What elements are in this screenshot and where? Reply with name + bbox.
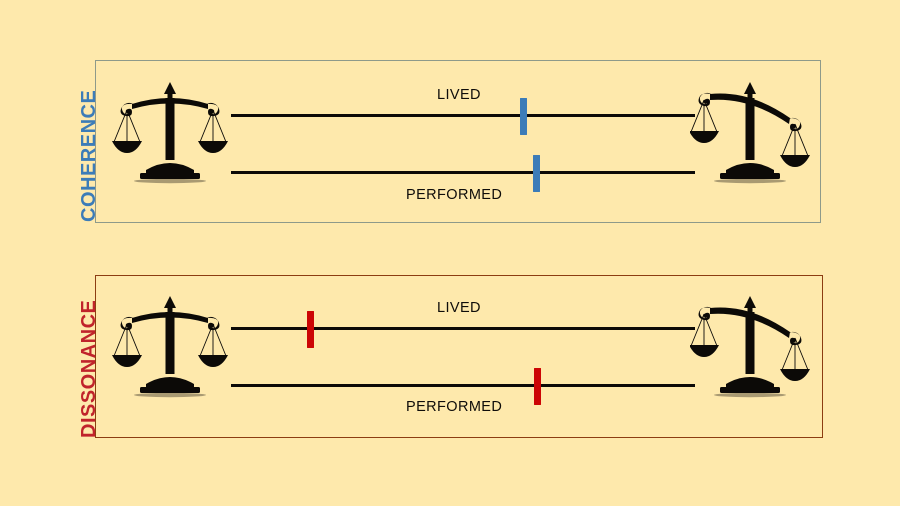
balance-scale-tilted-icon <box>689 292 810 407</box>
coherence-performed-label: PERFORMED <box>406 187 503 203</box>
dissonance-performed-label: PERFORMED <box>406 399 503 415</box>
dissonance-performed-marker[interactable] <box>534 368 541 405</box>
coherence-performed-marker[interactable] <box>533 155 540 192</box>
coherence-performed-continuum-line <box>231 171 695 174</box>
balance-scale-level-icon <box>110 78 230 193</box>
coherence-lived-marker[interactable] <box>520 98 527 135</box>
dissonance-lived-label: LIVED <box>437 300 481 316</box>
dissonance-panel <box>95 275 823 438</box>
balance-scale-level-icon <box>110 292 230 407</box>
balance-scale-tilted-icon <box>689 78 810 193</box>
dissonance-lived-continuum-line <box>231 327 695 330</box>
coherence-lived-continuum-line <box>231 114 695 117</box>
coherence-lived-label: LIVED <box>437 87 481 103</box>
coherence-panel <box>95 60 821 223</box>
dissonance-performed-continuum-line <box>231 384 695 387</box>
dissonance-lived-marker[interactable] <box>307 311 314 348</box>
